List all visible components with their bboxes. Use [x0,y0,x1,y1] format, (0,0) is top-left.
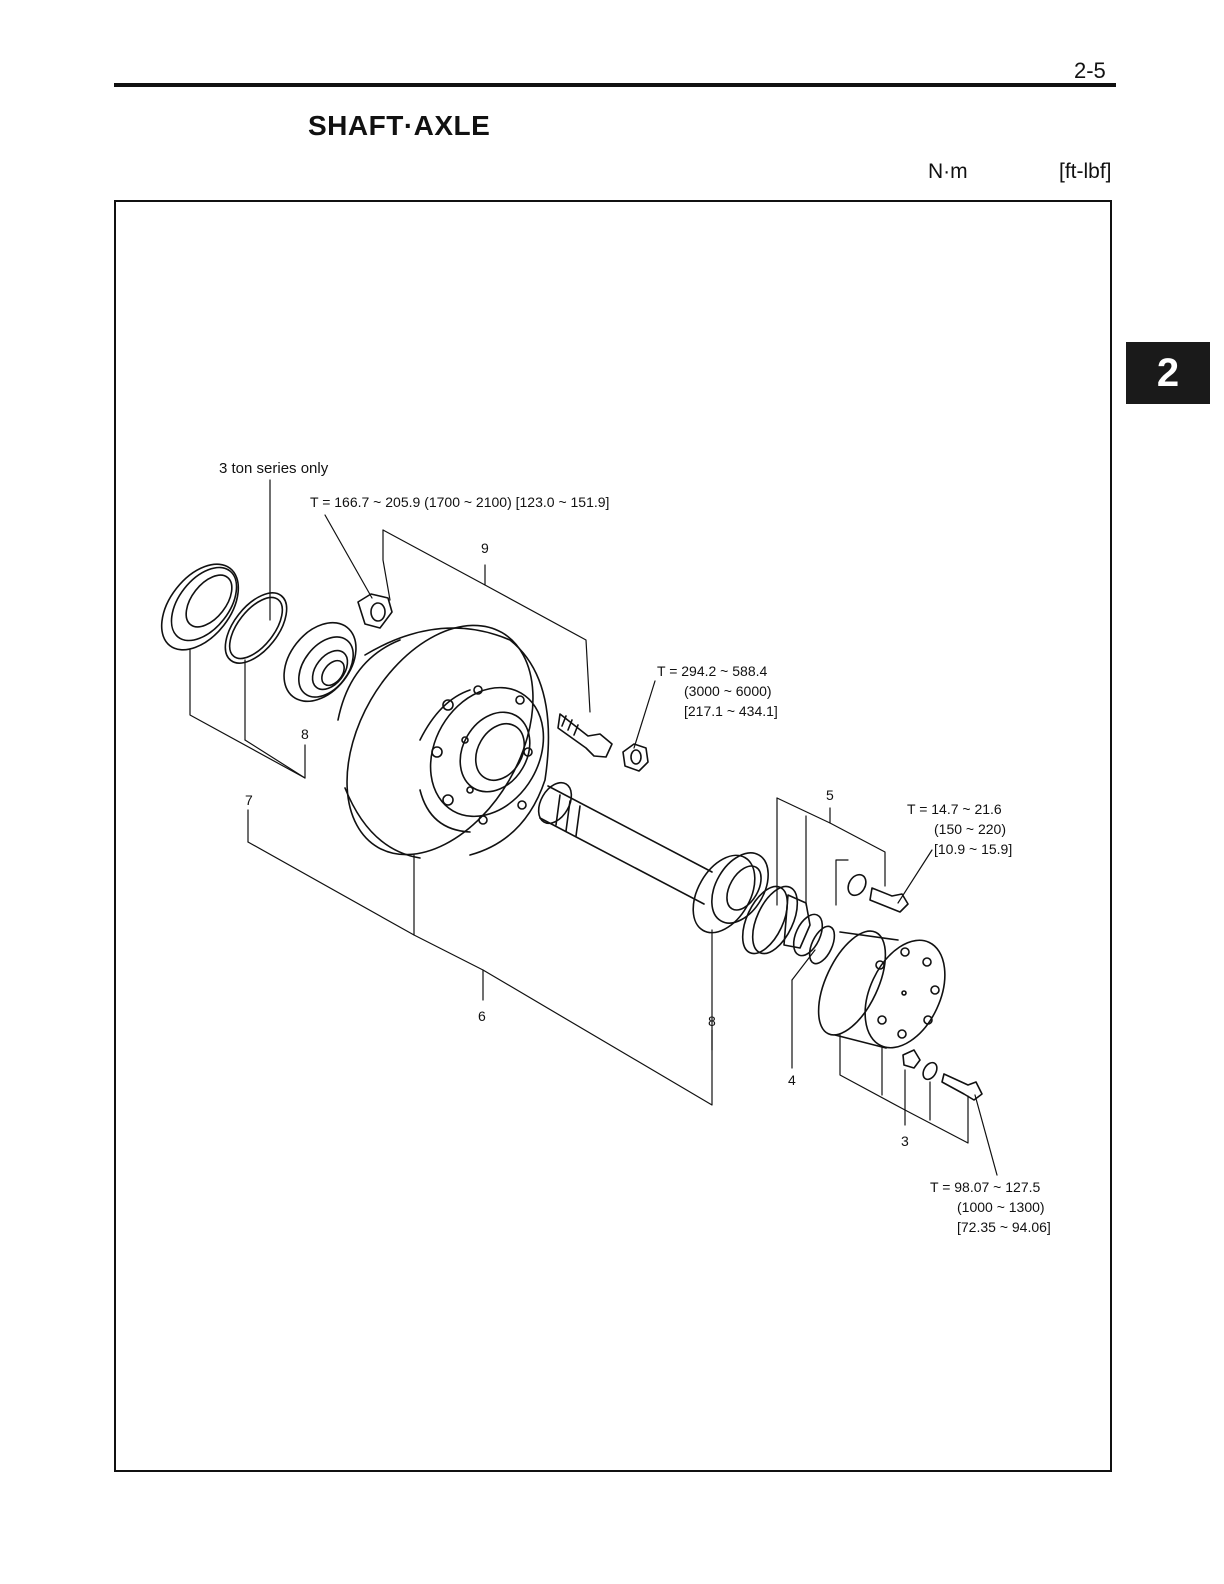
brake-drum-drawing [309,593,572,888]
small-washer-drawing [845,871,870,898]
torque-spec-flange-bolt-line1: T = 98.07 ~ 127.5 [930,1178,1040,1196]
axle-shaft-drawing [532,777,712,904]
flange-hardware-drawing [903,1050,982,1100]
small-bolt-drawing [870,888,908,912]
torque-spec-lock-bolt-line1: T = 14.7 ~ 21.6 [907,800,1002,818]
torque-spec-wheel-nut-line2: (3000 ~ 6000) [684,682,772,700]
hub-nut-drawing [358,594,392,628]
wheel-nut-drawing [623,744,648,771]
torque-spec-lock-bolt-line3: [10.9 ~ 15.9] [934,840,1012,858]
ref-number-8-outer: 8 [301,726,309,742]
outer-bearing-drawing [269,609,370,715]
note-3-ton-series: 3 ton series only [219,460,328,478]
o-ring-drawing [213,582,298,674]
wheel-stud-drawing [558,714,612,757]
ref-number-8-inner: 8 [708,1013,716,1029]
torque-spec-flange-bolt-line3: [72.35 ~ 94.06] [957,1218,1051,1236]
ref-number-4: 4 [788,1072,796,1088]
axle-flange-drawing [805,921,961,1060]
torque-spec-wheel-nut-line1: T = 294.2 ~ 588.4 [657,662,767,680]
ref-number-7: 7 [245,792,253,808]
oil-seal-drawing [146,550,254,664]
ref-number-6: 6 [478,1008,486,1024]
ref-number-5: 5 [826,787,834,803]
lock-washer-drawing [733,880,839,968]
torque-spec-lock-bolt-line2: (150 ~ 220) [934,820,1006,838]
leader-lines [190,480,997,1175]
ref-number-9: 9 [481,540,489,556]
inner-bearing-drawing [680,843,779,943]
torque-spec-wheel-nut-line3: [217.1 ~ 434.1] [684,702,778,720]
torque-spec-flange-bolt-line2: (1000 ~ 1300) [957,1198,1045,1216]
ref-number-3: 3 [901,1133,909,1149]
torque-spec-hub-nut: T = 166.7 ~ 205.9 (1700 ~ 2100) [123.0 ~… [310,493,609,511]
